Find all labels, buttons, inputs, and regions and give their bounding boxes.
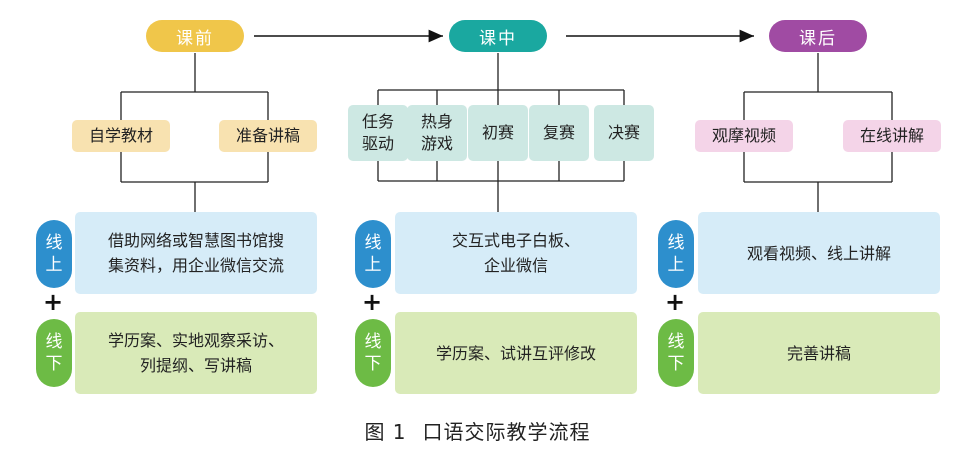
panel-line: 学历案、实地观察采访、 bbox=[107, 331, 284, 350]
badge-char: 上 bbox=[667, 255, 685, 275]
pre-online-panel: 借助网络或智慧图书馆搜集资料，用企业微信交流 bbox=[75, 212, 317, 294]
panel-line: 观看视频、线上讲解 bbox=[746, 243, 891, 263]
mid-step-preliminary: 初赛 bbox=[468, 105, 528, 161]
pre-offline-panel: 学历案、实地观察采访、列提纲、写讲稿 bbox=[75, 312, 317, 394]
mid-step-second-round: 复赛 bbox=[529, 105, 589, 161]
panel-line: 借助网络或智慧图书馆搜 bbox=[107, 231, 284, 250]
badge-char: 上 bbox=[45, 255, 63, 275]
mid-plus-icon: + bbox=[362, 288, 383, 316]
panel-line: 完善讲稿 bbox=[786, 343, 851, 363]
mid-step-line: 决赛 bbox=[607, 123, 640, 142]
pre-offline-badge: 线下 bbox=[36, 319, 72, 387]
badge-char: 线 bbox=[364, 332, 382, 352]
panel-line: 集资料，用企业微信交流 bbox=[107, 256, 284, 275]
badge-char: 线 bbox=[667, 233, 685, 253]
panel-line: 交互式电子白板、 bbox=[451, 231, 580, 250]
post-offline-badge: 线下 bbox=[658, 319, 694, 387]
post-online-badge: 线上 bbox=[658, 220, 694, 288]
phase-mid-pill: 课中 bbox=[449, 20, 547, 52]
badge-char: 下 bbox=[45, 354, 63, 374]
panel-line: 学历案、试讲互评修改 bbox=[435, 343, 596, 363]
badge-char: 上 bbox=[364, 255, 382, 275]
mid-step-task-driven: 任务驱动 bbox=[348, 105, 408, 161]
mid-step-line: 复赛 bbox=[542, 123, 575, 142]
mid-online-badge: 线上 bbox=[355, 220, 391, 288]
pre-task-self-study: 自学教材 bbox=[72, 120, 170, 152]
badge-char: 线 bbox=[45, 233, 63, 253]
mid-online-panel: 交互式电子白板、企业微信 bbox=[395, 212, 637, 294]
badge-char: 线 bbox=[667, 332, 685, 352]
pre-task-prepare-script: 准备讲稿 bbox=[219, 120, 317, 152]
post-online-panel: 观看视频、线上讲解 bbox=[698, 212, 940, 294]
post-plus-icon: + bbox=[665, 288, 686, 316]
badge-char: 下 bbox=[364, 354, 382, 374]
panel-line: 企业微信 bbox=[483, 256, 548, 275]
figure-number: 图 1 bbox=[364, 420, 407, 444]
post-offline-panel: 完善讲稿 bbox=[698, 312, 940, 394]
mid-step-line: 热身 bbox=[420, 112, 453, 131]
mid-step-warmup-game: 热身游戏 bbox=[407, 105, 467, 161]
panel-line: 列提纲、写讲稿 bbox=[139, 356, 252, 375]
figure-caption: 图 1 口语交际教学流程 bbox=[0, 416, 955, 445]
mid-offline-panel: 学历案、试讲互评修改 bbox=[395, 312, 637, 394]
mid-step-final: 决赛 bbox=[594, 105, 654, 161]
badge-char: 线 bbox=[364, 233, 382, 253]
mid-step-line: 驱动 bbox=[361, 134, 394, 153]
mid-offline-badge: 线下 bbox=[355, 319, 391, 387]
post-task-watch-video: 观摩视频 bbox=[695, 120, 793, 152]
post-task-online-explain: 在线讲解 bbox=[843, 120, 941, 152]
phase-pre-pill: 课前 bbox=[146, 20, 244, 52]
mid-step-line: 任务 bbox=[361, 112, 394, 131]
mid-step-line: 初赛 bbox=[481, 123, 514, 142]
badge-char: 线 bbox=[45, 332, 63, 352]
badge-char: 下 bbox=[667, 354, 685, 374]
mid-step-line: 游戏 bbox=[420, 134, 453, 153]
pre-plus-icon: + bbox=[43, 288, 64, 316]
figure-title: 口语交际教学流程 bbox=[422, 420, 591, 444]
phase-post-pill: 课后 bbox=[769, 20, 867, 52]
pre-online-badge: 线上 bbox=[36, 220, 72, 288]
